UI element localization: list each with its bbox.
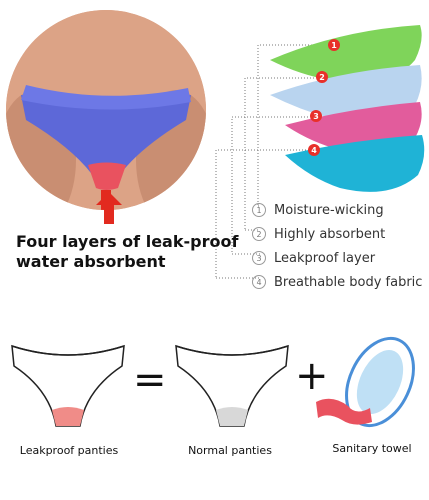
product-photo — [6, 10, 206, 210]
headline-line2: water absorbent — [16, 252, 166, 271]
red-arrow-icon — [96, 192, 122, 224]
panties-photo-illustration — [6, 10, 206, 210]
layer-list: 1 Moisture-wicking 2 Highly absorbent 3 … — [252, 198, 428, 294]
layer-badge-1: 1 — [331, 41, 337, 50]
layer-label: Breathable body fabric — [274, 274, 423, 290]
layer-badge-3: 3 — [313, 112, 319, 121]
layer-badge-4: 4 — [311, 146, 317, 155]
layer-label: Moisture-wicking — [274, 202, 384, 218]
layer-item: 4 Breathable body fabric — [252, 270, 428, 294]
layer1-shape — [270, 25, 422, 83]
layer-number: 3 — [252, 251, 266, 265]
plus-symbol: + — [295, 353, 329, 399]
layer-label: Highly absorbent — [274, 226, 386, 242]
layer-number: 2 — [252, 227, 266, 241]
leakproof-panties-icon — [11, 344, 125, 427]
normal-panties-icon — [175, 344, 289, 427]
layer-item: 1 Moisture-wicking — [252, 198, 428, 222]
sanitary-towel-icon — [316, 336, 415, 428]
layer-item: 2 Highly absorbent — [252, 222, 428, 246]
towel-caption: Sanitary towel — [332, 442, 412, 455]
equals-symbol: = — [133, 357, 167, 403]
layer4-shape — [285, 135, 425, 192]
headline-line1: Four layers of leak-proof — [16, 232, 239, 251]
layer-number: 1 — [252, 203, 266, 217]
layer-number: 4 — [252, 275, 266, 289]
layer-badge-2: 2 — [319, 73, 325, 82]
layer-item: 3 Leakproof layer — [252, 246, 428, 270]
leakproof-caption: Leakproof panties — [19, 444, 119, 457]
normal-caption: Normal panties — [188, 444, 272, 457]
layer-label: Leakproof layer — [274, 250, 376, 266]
headline: Four layers of leak-proof water absorben… — [16, 232, 246, 272]
